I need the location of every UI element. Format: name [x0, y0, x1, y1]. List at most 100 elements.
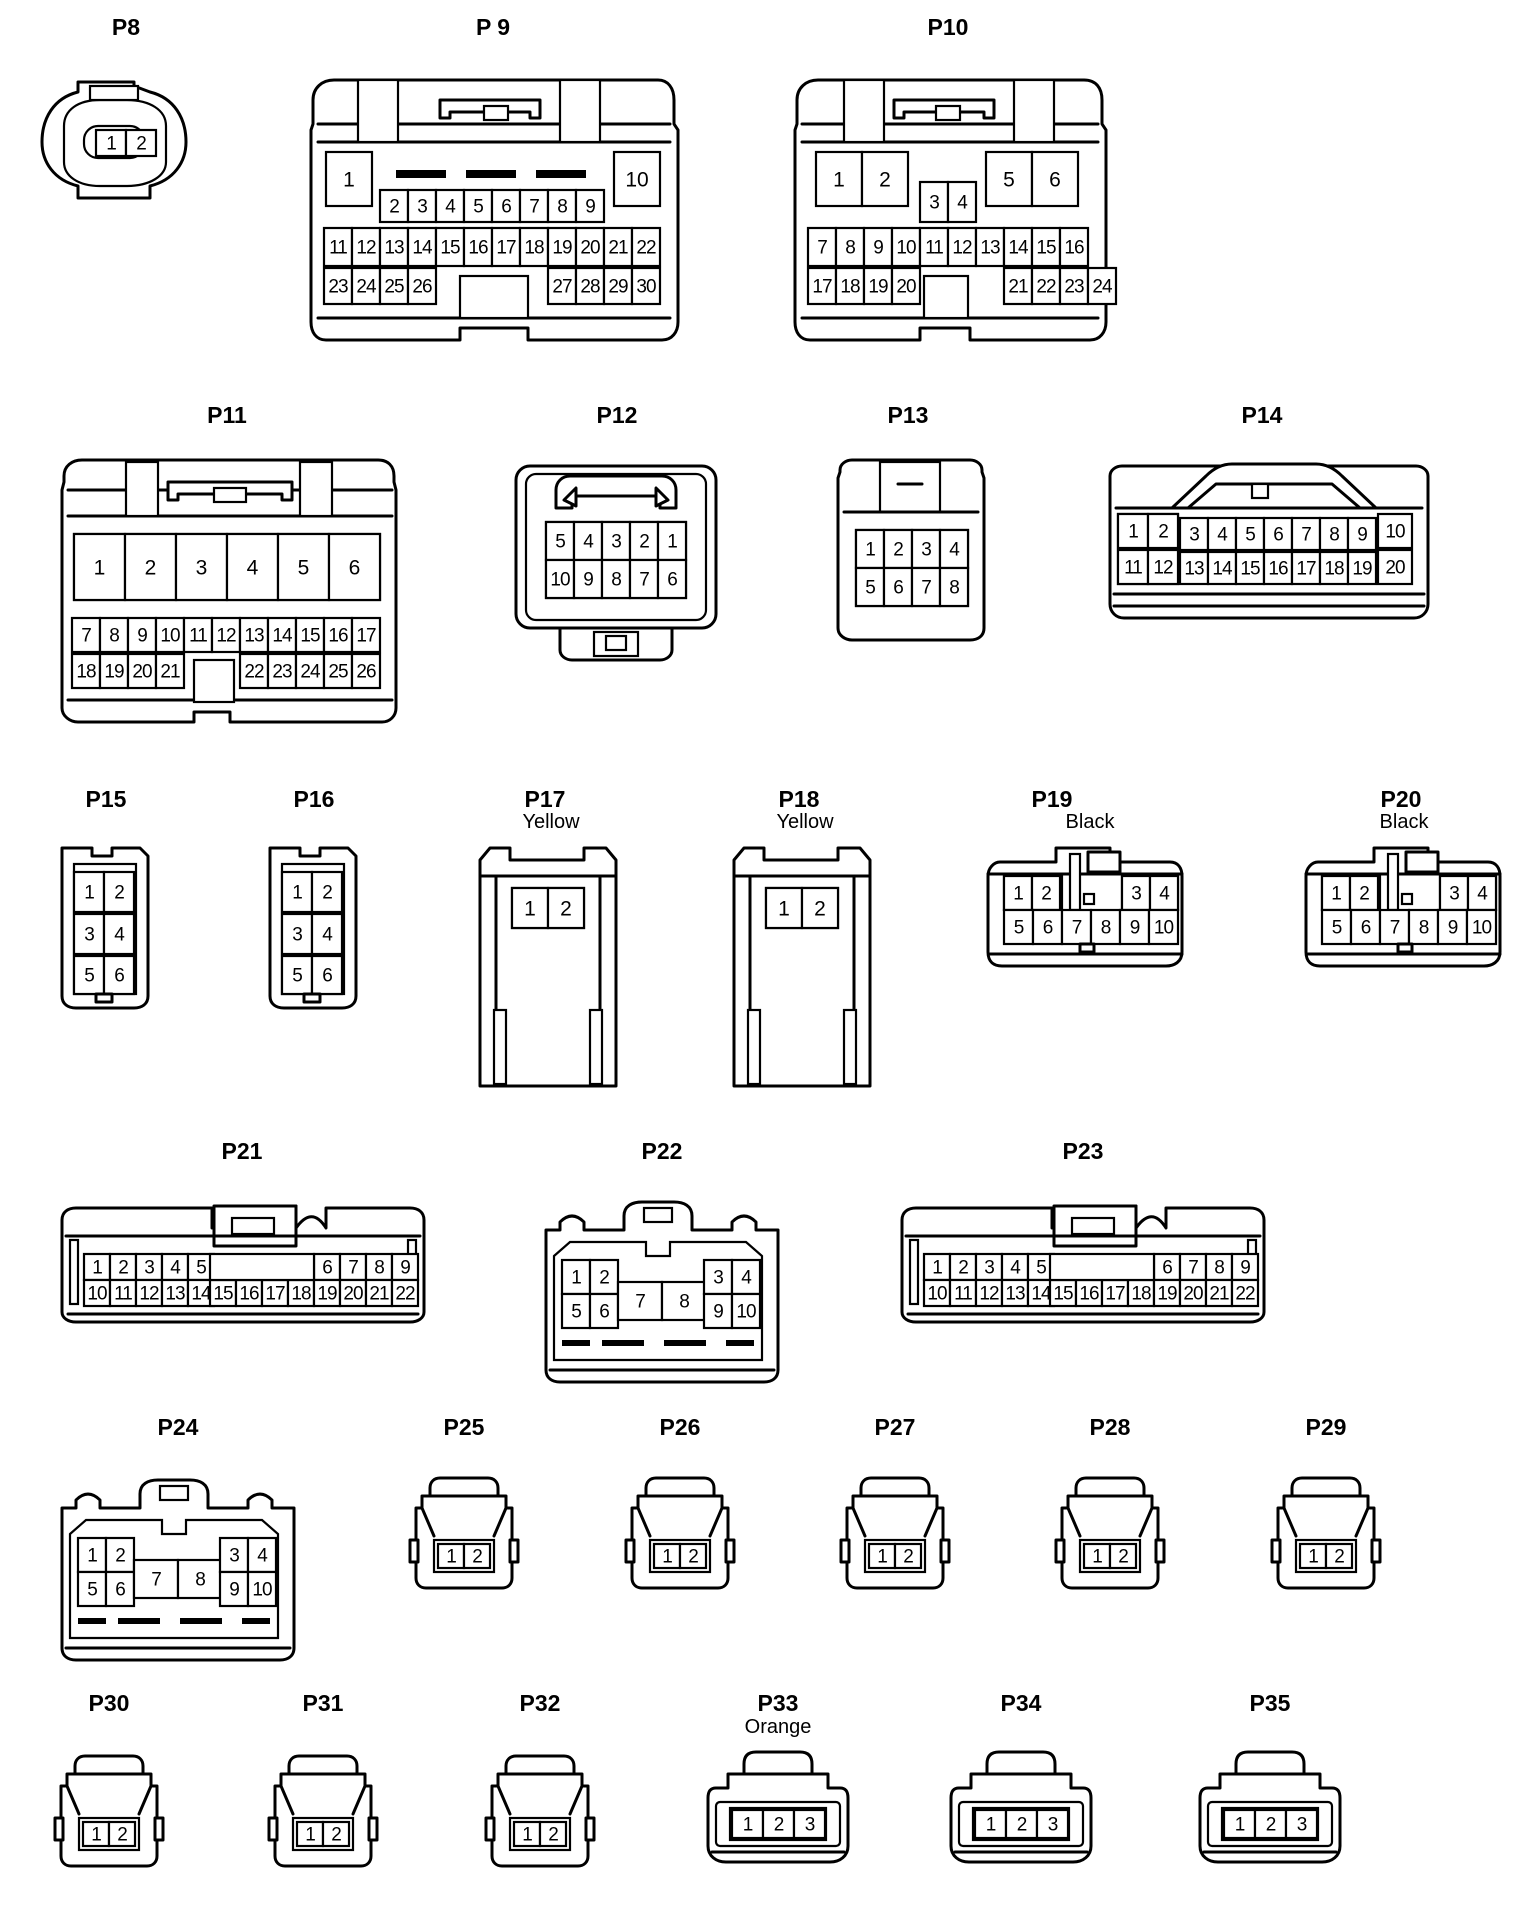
pin-number: 6	[1360, 917, 1372, 939]
pin-number: 5	[473, 196, 484, 218]
pin-number: 6	[1273, 524, 1284, 546]
pin-number: 1	[571, 1267, 582, 1289]
connector-color-label: Yellow	[776, 811, 834, 833]
pin-number: 4	[246, 556, 259, 580]
pin-number: 6	[322, 965, 333, 987]
pin-number: 15	[440, 237, 460, 259]
pin-number: 4	[583, 531, 594, 553]
pin-number: 29	[608, 276, 628, 298]
connector-label: P13	[887, 402, 929, 428]
connector-label: P8	[111, 14, 141, 40]
pin-number: 1	[87, 1545, 98, 1567]
pin-number: 4	[170, 1257, 181, 1279]
pin-number: 21	[1008, 276, 1028, 298]
pin-number: 4	[114, 924, 125, 946]
pin-number: 21	[608, 237, 628, 259]
pin-number: 1	[1013, 883, 1024, 905]
pin-number: 24	[1092, 276, 1112, 298]
connector-label: P 9	[475, 14, 511, 40]
pin-number: 23	[272, 661, 292, 683]
pin-number: 2	[136, 133, 147, 155]
pin-number: 6	[599, 1301, 610, 1323]
pin-number: 2	[115, 1545, 126, 1567]
pin-number: 2	[117, 1824, 128, 1846]
pin-number: 9	[1240, 1257, 1251, 1279]
pin-number: 1	[778, 897, 790, 921]
pin-number: 4	[741, 1267, 752, 1289]
pin-number: 11	[329, 237, 348, 259]
pin-number: 3	[1131, 883, 1142, 905]
pin-number: 2	[1334, 1546, 1345, 1568]
pin-number: 9	[1357, 524, 1368, 546]
pin-number: 7	[1301, 524, 1312, 546]
pin-number: 22	[1235, 1283, 1255, 1305]
pin-number: 27	[552, 276, 572, 298]
pin-number: 19	[868, 276, 888, 298]
pin-number: 8	[374, 1257, 385, 1279]
pin-number: 7	[81, 625, 92, 647]
pin-number: 16	[1268, 558, 1288, 580]
pin-number: 1	[522, 1824, 533, 1846]
pin-number: 2	[879, 168, 891, 192]
pin-number: 1	[292, 882, 303, 904]
pin-number: 22	[1036, 276, 1056, 298]
pin-number: 7	[348, 1257, 359, 1279]
pin-number: 8	[949, 577, 960, 599]
pin-number: 14	[272, 625, 292, 647]
pin-number: 15	[1036, 237, 1056, 259]
pin-number: 7	[639, 569, 650, 591]
pin-number: 18	[1324, 558, 1344, 580]
pin-number: 20	[343, 1283, 363, 1305]
pin-number: 13	[165, 1283, 185, 1305]
pin-number: 7	[1389, 917, 1401, 939]
pin-number: 4	[1217, 524, 1228, 546]
connector-color-label: Yellow	[522, 811, 580, 833]
pin-number: 15	[213, 1283, 233, 1305]
pin-number: 3	[804, 1814, 816, 1836]
pin-number: 24	[300, 661, 320, 683]
pin-number: 1	[1092, 1546, 1103, 1568]
pin-number: 7	[529, 196, 540, 218]
pin-number: 5	[84, 965, 95, 987]
pin-number: 19	[552, 237, 572, 259]
pin-number: 8	[1329, 524, 1340, 546]
connector-label: P14	[1241, 402, 1283, 428]
pin-number: 5	[1036, 1257, 1047, 1279]
pin-number: 9	[137, 625, 148, 647]
pin-number: 18	[76, 661, 96, 683]
pin-number: 18	[840, 276, 860, 298]
pin-number: 8	[1418, 917, 1430, 939]
pin-number: 10	[927, 1283, 947, 1305]
connector-color-label: Orange	[744, 1716, 812, 1738]
pin-number: 21	[1209, 1283, 1229, 1305]
pin-number: 9	[583, 569, 594, 591]
connector-label: P26	[659, 1414, 701, 1440]
pin-number: 2	[322, 882, 333, 904]
pin-number: 26	[412, 276, 432, 298]
pin-number: 3	[1189, 524, 1200, 546]
pin-number: 5	[1003, 168, 1015, 192]
pin-number: 8	[1214, 1257, 1225, 1279]
connector-label: P28	[1089, 1414, 1131, 1440]
pin-number: 19	[1352, 558, 1372, 580]
pin-number: 10	[1385, 521, 1405, 543]
pin-number: 20	[580, 237, 600, 259]
pin-number: 15	[1240, 558, 1260, 580]
pin-number: 1	[305, 1824, 316, 1846]
pin-number: 3	[417, 196, 428, 218]
pin-number: 6	[501, 196, 512, 218]
pin-number: 1	[877, 1546, 888, 1568]
pin-number: 2	[688, 1546, 699, 1568]
pin-number: 2	[331, 1824, 342, 1846]
connector-label: P16	[293, 786, 335, 812]
pin-number: 3	[611, 531, 622, 553]
pin-number: 18	[524, 237, 544, 259]
pin-number: 22	[636, 237, 656, 259]
pin-number: 6	[1049, 168, 1061, 192]
connector-label: P19	[1031, 786, 1073, 812]
pin-number: 1	[1128, 521, 1139, 543]
pin-number: 4	[445, 196, 456, 218]
connector-label: P34	[1000, 1690, 1042, 1716]
pin-number: 19	[104, 661, 124, 683]
